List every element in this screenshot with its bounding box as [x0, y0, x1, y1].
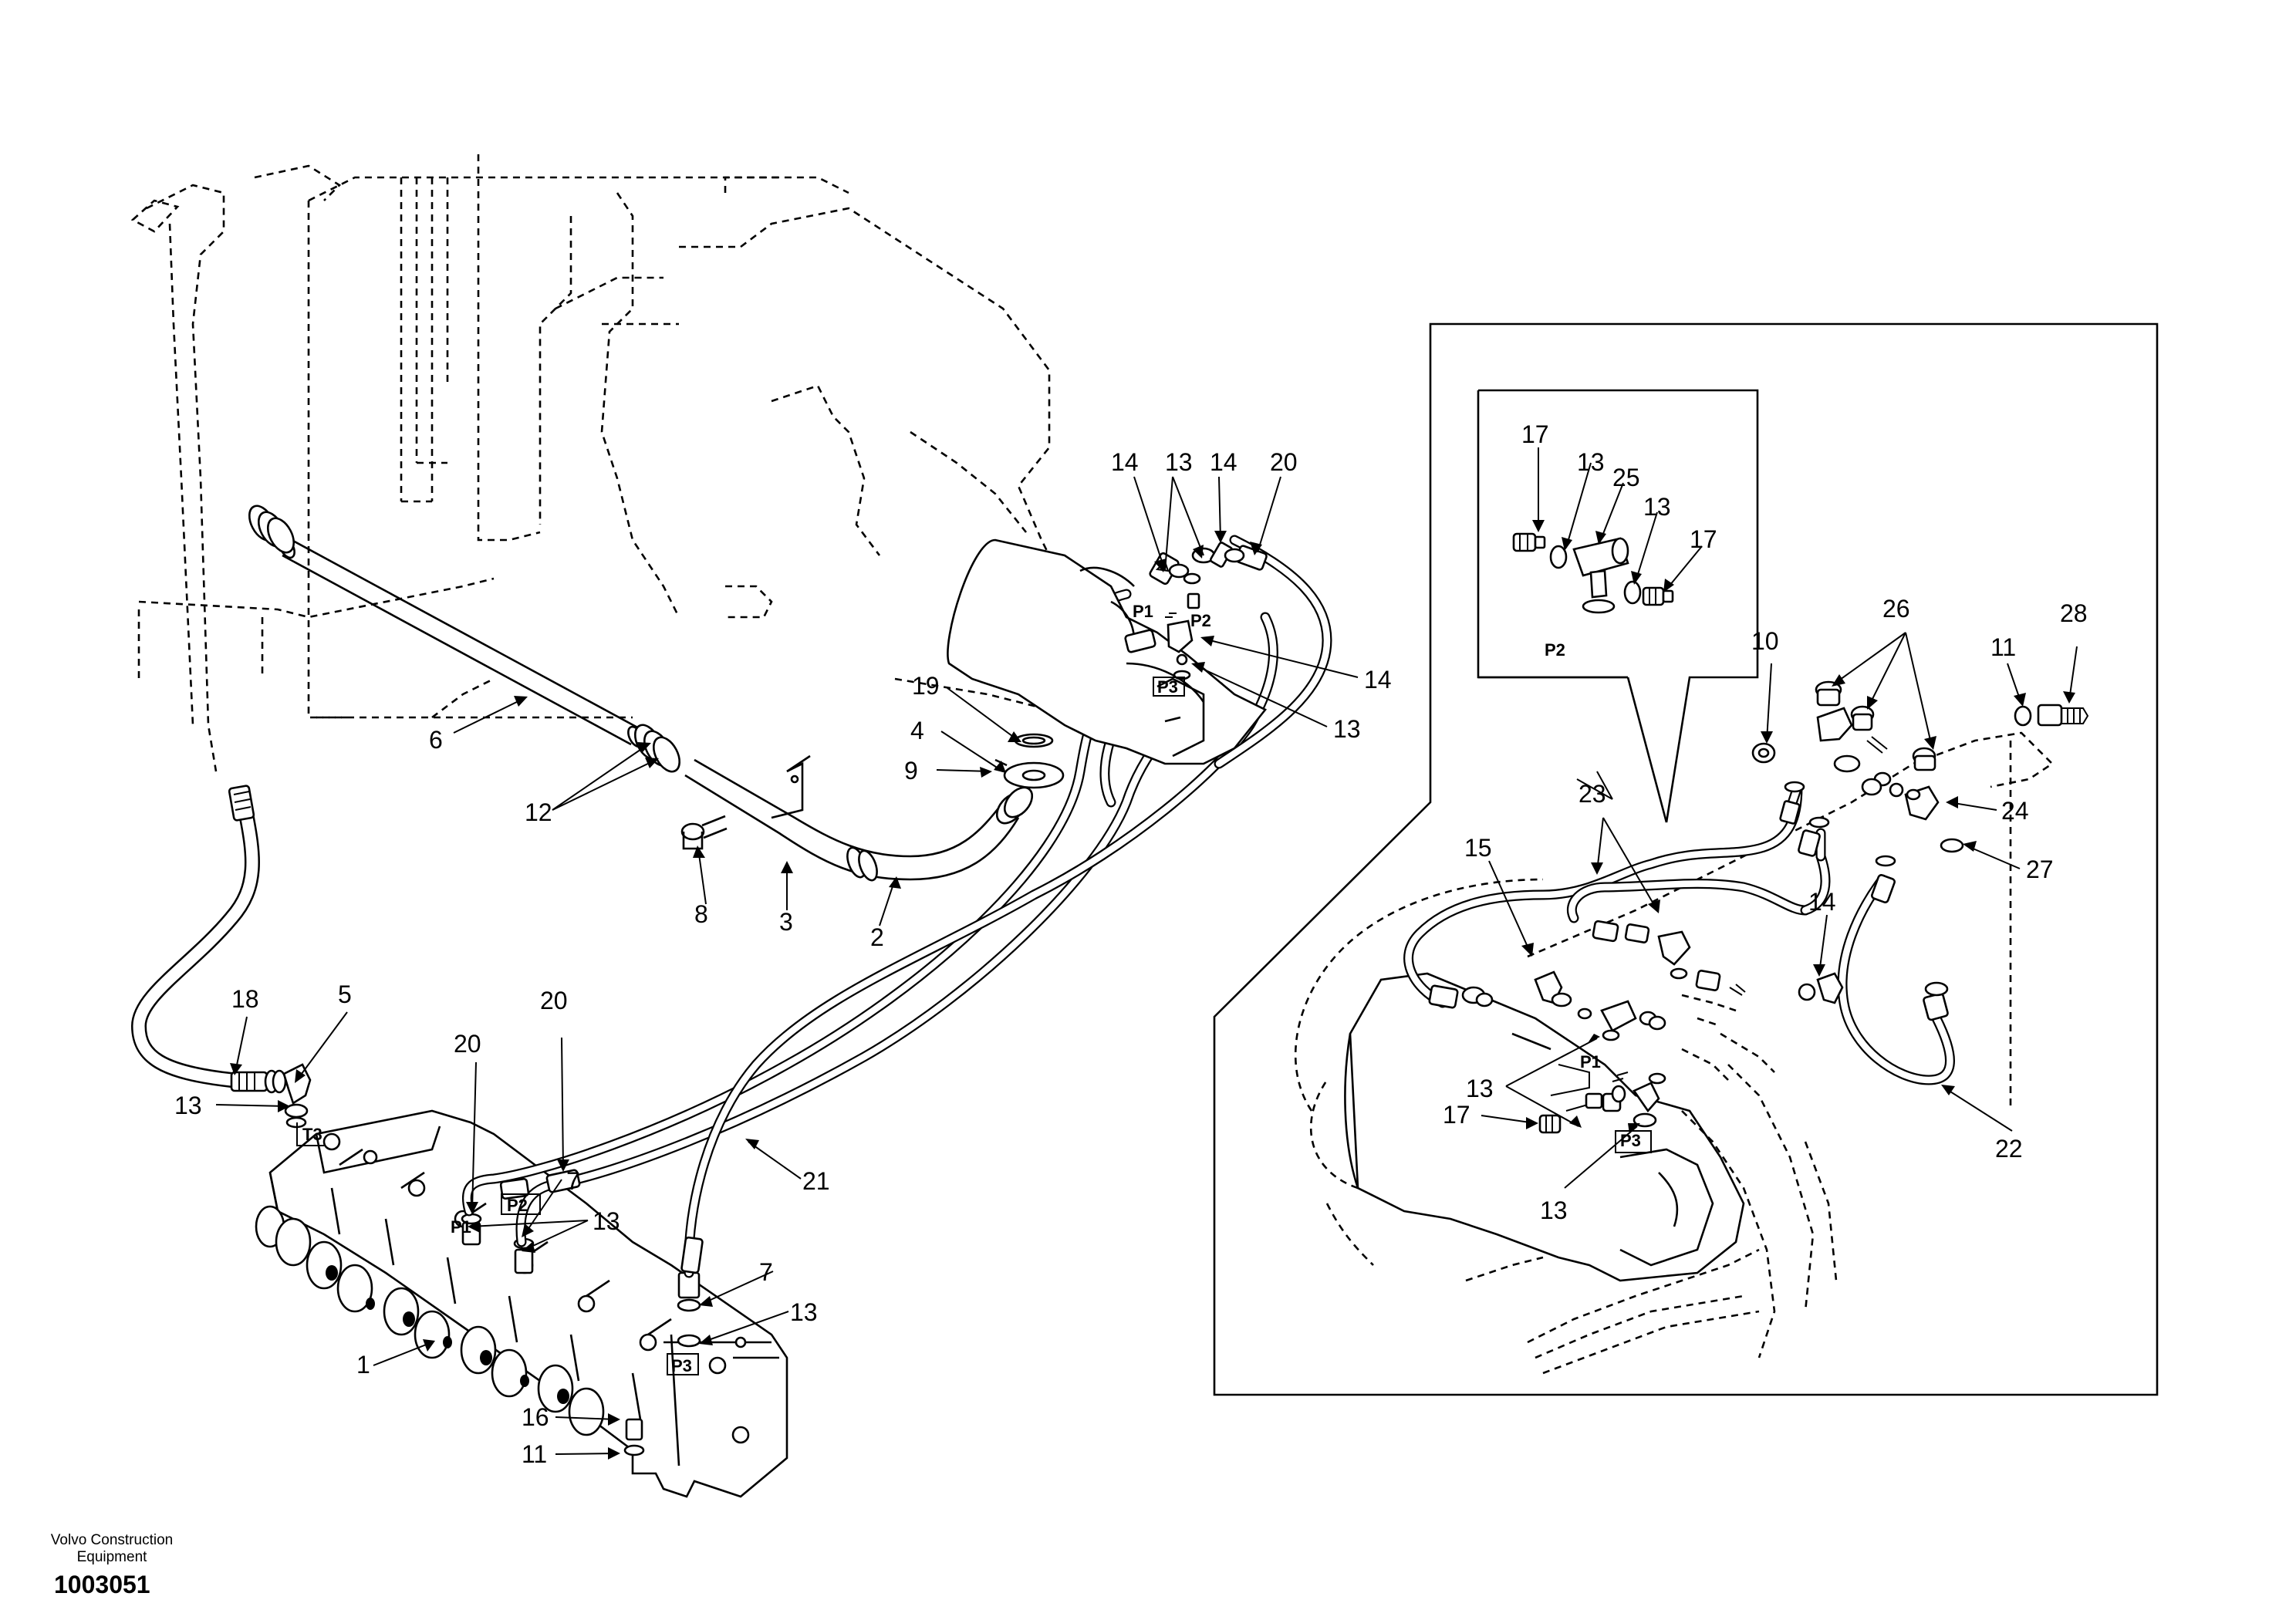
callout-number: 10 — [1751, 627, 1779, 655]
port-label: P3 — [1157, 677, 1178, 697]
detail-inset: 17 13 25 13 17 P2 — [1213, 322, 2159, 1396]
callout-number: 9 — [904, 757, 918, 785]
hose-clamp-upper — [248, 505, 295, 554]
port-label: P2 — [1190, 611, 1211, 630]
callout-number: 5 — [338, 980, 352, 1008]
callout-number: 3 — [779, 908, 793, 936]
callout-number: 18 — [231, 985, 259, 1013]
callout-number: 16 — [522, 1403, 549, 1431]
callout-number: 7 — [759, 1258, 773, 1286]
port-labels-main: P1 P2 P3 T3 P2 P1 P3 — [296, 602, 1211, 1375]
seal-ring-19 — [1014, 733, 1054, 748]
port-label: P2 — [1545, 640, 1565, 660]
callout-number: 20 — [540, 987, 568, 1014]
callout-number: 7 — [566, 1167, 580, 1195]
port-label: T3 — [302, 1125, 322, 1144]
callout-number: 13 — [1333, 715, 1361, 743]
inset-dashed-outline — [1294, 731, 2055, 1375]
callout-number: 2 — [870, 923, 884, 951]
bent-hose — [684, 754, 1034, 882]
callout-number: 12 — [525, 798, 552, 826]
inset-fittings — [1428, 781, 1949, 1134]
pilot-block — [947, 538, 1268, 765]
callout-number: 17 — [1443, 1101, 1470, 1129]
callouts-main: 14 13 14 20 14 13 19 4 9 6 12 8 3 2 18 5… — [174, 448, 1392, 1468]
company-name-line1: Volvo Construction — [50, 1532, 174, 1548]
port-label: P3 — [1620, 1131, 1641, 1150]
port-label: P3 — [671, 1356, 692, 1375]
p2-subdetail: 17 13 25 13 17 P2 — [1477, 389, 1759, 823]
callout-number: 14 — [1364, 666, 1392, 694]
callout-number: 11 — [1990, 633, 2016, 661]
flange-plate — [994, 758, 1065, 789]
bolt-8 — [680, 815, 728, 850]
inset-top-parts — [1751, 680, 2089, 853]
callout-number: 17 — [1690, 525, 1717, 553]
callout-number: 24 — [2001, 797, 2029, 825]
callout-number: 1 — [356, 1351, 370, 1379]
inset-callouts: 10 26 11 28 23 15 24 27 14 13 17 13 22 P… — [1443, 595, 2088, 1224]
callout-number: 13 — [174, 1092, 202, 1119]
callout-number: 23 — [1578, 780, 1606, 808]
callout-number: 14 — [1111, 448, 1139, 476]
callout-number: 17 — [1521, 420, 1549, 448]
callout-number: 13 — [1540, 1196, 1568, 1224]
callout-number: 21 — [802, 1167, 830, 1195]
hose-18 — [131, 785, 287, 1094]
callout-number: 14 — [1210, 448, 1237, 476]
callout-number: 20 — [1270, 448, 1298, 476]
port-label: P1 — [1580, 1052, 1601, 1072]
hose-clamp-lower — [633, 724, 681, 773]
document-number: 1003051 — [54, 1571, 150, 1598]
callout-number: 19 — [912, 672, 940, 700]
callout-number: 11 — [522, 1440, 547, 1468]
company-name: Volvo Construction Equipment — [23, 1532, 201, 1566]
callout-number: 13 — [1577, 448, 1605, 476]
callout-number: 6 — [429, 726, 443, 754]
callout-number: 13 — [593, 1207, 620, 1235]
callout-number: 4 — [910, 717, 924, 744]
callout-number: 13 — [1466, 1075, 1494, 1102]
pilot-hoses — [461, 535, 1332, 1278]
port-label: P1 — [1133, 602, 1153, 621]
company-name-line2: Equipment — [76, 1549, 147, 1565]
callout-number: 13 — [1643, 493, 1671, 521]
callout-number: 26 — [1882, 595, 1910, 623]
callout-number: 8 — [694, 900, 708, 928]
callout-number: 27 — [2026, 856, 2054, 883]
callout-number: 28 — [2060, 599, 2088, 627]
pilot-block-fittings — [1124, 542, 1268, 680]
callout-number: 13 — [1165, 448, 1193, 476]
valve-block-fittings — [285, 1116, 701, 1456]
valve-block-solenoids — [255, 1205, 605, 1436]
callout-number: 13 — [790, 1298, 818, 1326]
port-label: P1 — [451, 1217, 471, 1237]
callout-number: 25 — [1612, 464, 1640, 491]
callout-number: 20 — [454, 1030, 481, 1058]
callout-number: 22 — [1995, 1135, 2023, 1163]
callout-number: 15 — [1464, 834, 1492, 862]
callout-number: 14 — [1808, 888, 1836, 916]
port-label: P2 — [507, 1196, 528, 1215]
